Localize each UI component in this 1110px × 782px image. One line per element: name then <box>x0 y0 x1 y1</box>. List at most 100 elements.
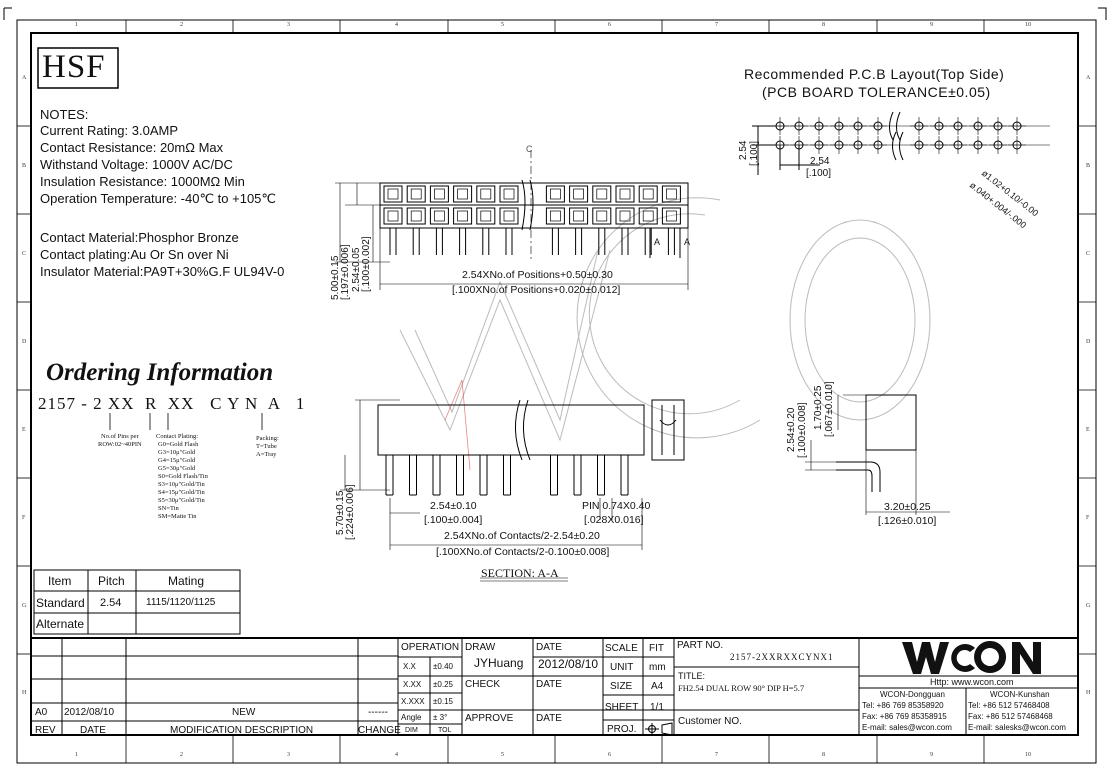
title-block-grid <box>31 637 1078 735</box>
pcb-title: Recommended P.C.B Layout(Top Side) <box>744 66 1005 82</box>
contact-cell <box>499 207 519 225</box>
top-view-drawing <box>335 150 689 290</box>
rev-description: NEW <box>232 707 256 718</box>
contact-cell <box>569 185 589 203</box>
contact-cell <box>592 185 612 203</box>
zone-col-label: 4 <box>395 752 398 758</box>
rev-change: ------ <box>368 707 388 718</box>
pitch-table-header: Mating <box>168 574 205 588</box>
title-label: TITLE: <box>678 671 706 681</box>
zone-col-label: 10 <box>1025 752 1031 758</box>
title-value: FH2.54 DUAL ROW 90° DIP H=5.7 <box>678 683 805 693</box>
check-label: CHECK <box>465 679 501 690</box>
packing-option: T=Tube <box>256 443 277 450</box>
pins-label-line: No.of Pins per <box>101 433 139 440</box>
zone-row-label: E <box>22 427 26 433</box>
zone-col-label: 5 <box>501 752 504 758</box>
tol-cell: ±0.25 <box>433 680 453 689</box>
zone-col-label: 6 <box>608 752 611 758</box>
pitch-table-header: Pitch <box>98 574 125 588</box>
contact-cell <box>638 185 658 203</box>
contact-cell <box>406 207 426 225</box>
zone-col-label: 4 <box>395 22 398 28</box>
draw-label: DRAW <box>465 642 496 653</box>
pcb-layout <box>752 111 1050 175</box>
zone-col-label: 3 <box>287 752 290 758</box>
section-label: SECTION: A-A <box>481 566 559 580</box>
contact-cell <box>615 207 635 225</box>
side-dim-a-in: [.100±0.008] <box>797 402 808 458</box>
contact-cell <box>383 207 403 225</box>
office-fax: Fax: +86 769 85358915 <box>862 712 947 721</box>
plating-option: SN=Tin <box>158 505 179 512</box>
contact-cell <box>499 185 519 203</box>
customer-label: Customer NO. <box>678 716 742 727</box>
zone-row-label: H <box>22 690 27 696</box>
side-dim-c-in: [.126±0.010] <box>878 515 937 527</box>
pcb-dim-pitch: 2.54 <box>738 140 749 160</box>
scale-label: SCALE <box>605 643 638 654</box>
contact-cell <box>429 185 449 203</box>
note-line: Operation Temperature: -40℃ to +105℃ <box>40 191 277 206</box>
pitch-table-cell: Standard <box>36 596 85 610</box>
tol-cell: Angle <box>401 713 422 722</box>
front-dim-length: 2.54XNo.of Contacts/2-2.54±0.20 <box>444 530 600 542</box>
top-view-label-a: A <box>684 237 691 247</box>
pins-label-line: ROW:02~40PIN <box>98 441 142 448</box>
packing-title: Packing: <box>256 435 279 442</box>
plating-option: S5=30μ"Gold/Tin <box>158 497 205 504</box>
zone-col-label: 2 <box>180 752 183 758</box>
tol-cell: TOL <box>438 727 452 734</box>
zone-col-label: 1 <box>75 22 78 28</box>
zone-col-label: 7 <box>715 22 718 28</box>
zone-col-label: 8 <box>822 752 825 758</box>
front-dim-pin-in: [.028X0.016] <box>584 514 644 526</box>
side-dim-b: 1.70±0.25 <box>813 385 824 430</box>
projection-symbol <box>645 722 673 736</box>
top-view-label-a: A <box>654 237 661 247</box>
zone-col-label: 10 <box>1025 22 1031 28</box>
contact-cell <box>476 207 496 225</box>
packing-options: Packing: T=Tube A=Tray <box>256 435 279 459</box>
zone-col-label: 6 <box>608 22 611 28</box>
pitch-table-cell: 1115/1120/1125 <box>146 597 216 608</box>
note-line: Withstand Voltage: 1000V AC/DC <box>40 157 233 172</box>
pitch-table-cell: Alternate <box>36 617 85 631</box>
zone-row-label: B <box>22 163 27 169</box>
hsf-logo: HSF <box>42 49 106 85</box>
contact-cell <box>383 185 403 203</box>
packing-option: A=Tray <box>256 451 277 458</box>
side-dim-c: 3.20±0.25 <box>884 501 931 513</box>
ordering-leaders <box>109 413 263 430</box>
contact-cell <box>638 207 658 225</box>
zone-row-label: H <box>1086 690 1091 696</box>
zone-row-label: G <box>22 603 27 609</box>
date-label: DATE <box>536 713 562 724</box>
front-view-drawing <box>340 399 685 582</box>
ordering-title: Ordering Information <box>46 359 274 386</box>
contact-cell <box>545 207 565 225</box>
rev-header: MODIFICATION DESCRIPTION <box>170 725 314 736</box>
contact-cell <box>476 185 496 203</box>
tol-cell: X.XX <box>403 680 422 689</box>
tol-cell: ±0.15 <box>433 697 453 706</box>
front-dim-pin: PIN 0.74X0.40 <box>582 500 651 512</box>
operation-label: OPERATION <box>401 642 460 653</box>
draw-name: JYHuang <box>474 656 524 670</box>
plating-option: G0=Gold Flash <box>158 441 199 448</box>
website[interactable]: Http: www.wcon.com <box>930 677 1014 687</box>
zone-row-label: A <box>1086 75 1091 81</box>
plating-option: SM=Matte Tin <box>158 513 197 520</box>
pitch-table <box>33 569 241 635</box>
office-email[interactable]: E-mail: salesks@wcon.com <box>968 723 1066 732</box>
plating-options: Contact Plating: G0=Gold Flash G3=10μ"Go… <box>156 433 208 521</box>
contact-cell <box>661 185 681 203</box>
tol-cell: ± 3° <box>433 713 448 722</box>
zone-row-label: C <box>22 251 27 257</box>
contact-cell <box>453 207 473 225</box>
front-dim-length-in: [.100XNo.of Contacts/2-0.100±0.008] <box>436 546 610 558</box>
office-email[interactable]: E-mail: sales@wcon.com <box>862 723 952 732</box>
zone-row-label: G <box>1086 603 1091 609</box>
zone-col-label: 9 <box>930 752 933 758</box>
rev-header: REV <box>35 725 56 736</box>
